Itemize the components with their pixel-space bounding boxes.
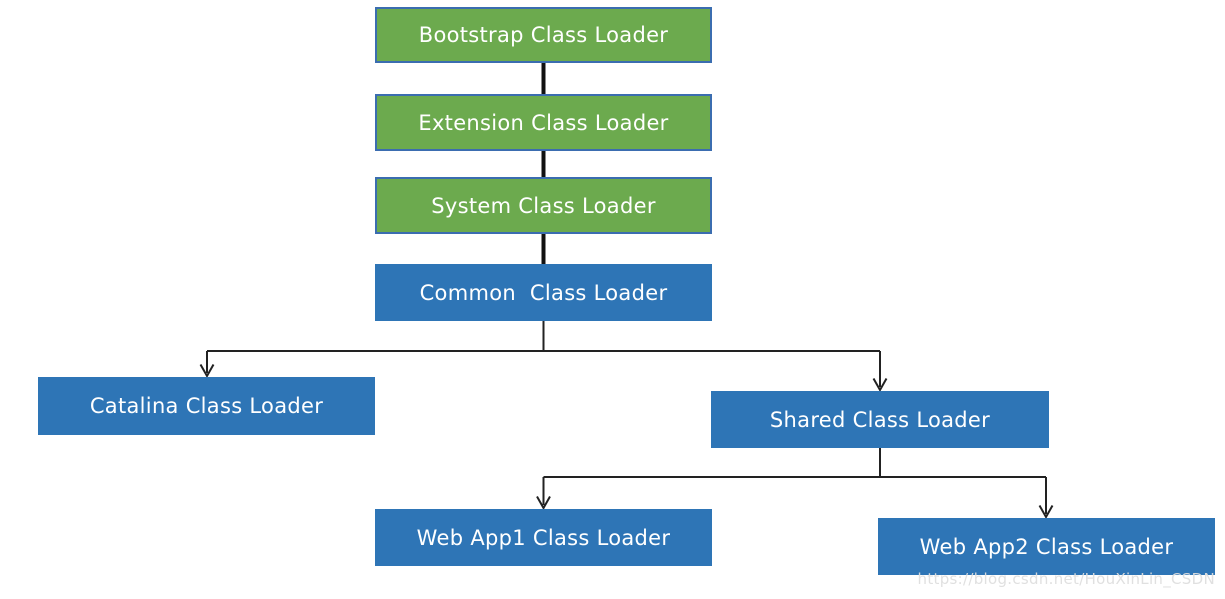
node-common-class-loader: Common Class Loader	[375, 264, 712, 321]
node-catalina-class-loader: Catalina Class Loader	[38, 377, 375, 435]
node-bootstrap-class-loader: Bootstrap Class Loader	[375, 7, 712, 63]
node-system-class-loader: System Class Loader	[375, 177, 712, 234]
node-extension-class-loader: Extension Class Loader	[375, 94, 712, 151]
arrow-down-icon	[536, 496, 551, 511]
node-webapp1-class-loader: Web App1 Class Loader	[375, 509, 712, 566]
arrow-down-icon	[1038, 505, 1054, 520]
arrow-down-icon	[872, 378, 888, 393]
csdn-watermark: https://blog.csdn.net/HouXinLin_CSDN	[917, 570, 1215, 588]
node-shared-class-loader: Shared Class Loader	[711, 391, 1049, 448]
node-webapp2-class-loader: Web App2 Class Loader	[878, 518, 1215, 575]
arrow-down-icon	[199, 364, 215, 379]
